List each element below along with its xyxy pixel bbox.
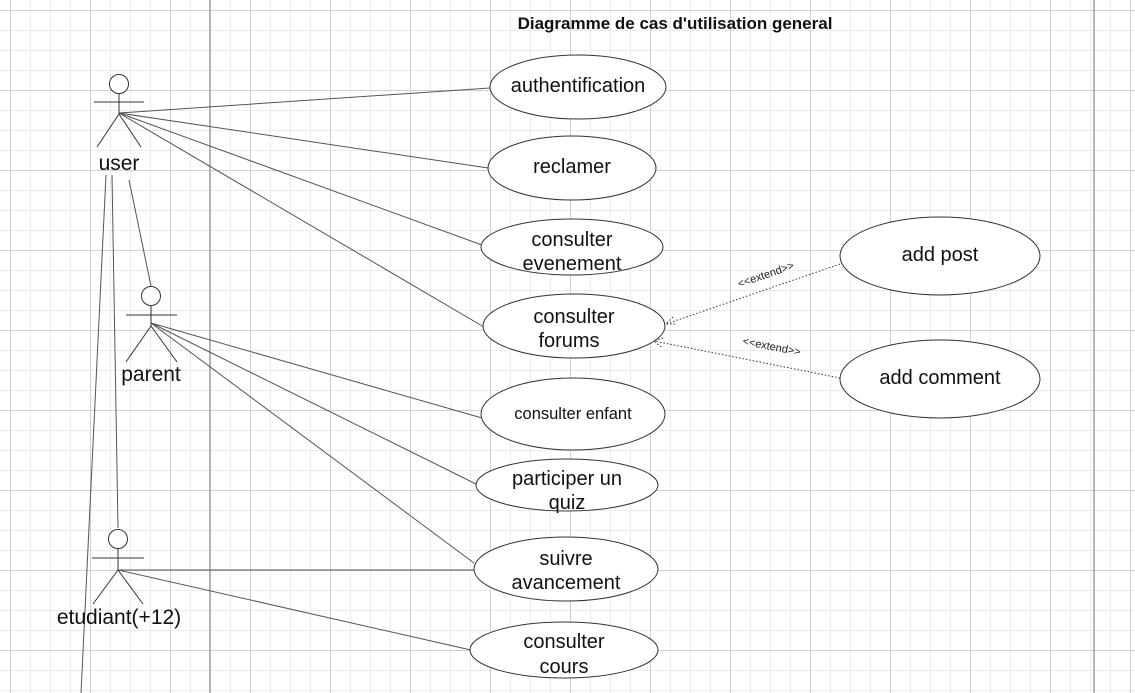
use-case-add-comment[interactable]: add comment: [839, 339, 1041, 419]
use-case-label: consulter enfant: [514, 405, 632, 423]
parent-associations: [150, 322, 483, 564]
use-case-label-line1: consulter: [533, 306, 614, 328]
assoc-user-authentification: [118, 87, 491, 114]
extend-add-comment: [653, 340, 841, 379]
extend-add-post: [665, 263, 841, 325]
assoc-user-etudiant: [111, 174, 119, 529]
use-case-label-line1: participer un: [512, 468, 622, 490]
assoc-parent-enfant: [150, 322, 483, 419]
use-case-label-line2: quiz: [549, 492, 586, 514]
extend-label-add-comment: <<extend>>: [742, 336, 802, 359]
use-case-label-line2: evenement: [523, 253, 622, 275]
use-case-label-line2: avancement: [512, 572, 621, 594]
etudiant-associations: [117, 569, 474, 651]
actor-parent[interactable]: [125, 286, 178, 363]
assoc-user-reclamer: [118, 112, 489, 169]
assoc-offscreen-user: [80, 174, 107, 693]
extend-label-add-post: <<extend>>: [736, 260, 795, 290]
actor-user-head: [109, 74, 129, 94]
assoc-user-parent: [128, 179, 152, 287]
diagram-title: Diagramme de cas d'utilisation general: [518, 14, 833, 33]
actor-etudiant-head: [108, 529, 128, 549]
use-case-label: reclamer: [533, 156, 611, 178]
use-case-add-post[interactable]: add post: [839, 216, 1041, 296]
use-case-consulter-cours[interactable]: consulter cours: [469, 621, 659, 679]
user-associations: [80, 87, 491, 693]
extend-add-post-arrowhead: [664, 316, 676, 325]
use-case-consulter-enfant[interactable]: consulter enfant: [480, 377, 666, 451]
actor-etudiant-label: etudiant(+12): [57, 606, 181, 629]
assoc-user-evenement: [118, 112, 483, 246]
use-case-label-line1: consulter: [531, 229, 612, 251]
use-case-participer-quiz[interactable]: participer un quiz: [475, 458, 659, 514]
use-case-suivre-avancement[interactable]: suivre avancement: [473, 536, 659, 602]
use-case-reclamer[interactable]: reclamer: [487, 135, 657, 201]
actor-parent-head: [141, 286, 161, 306]
use-case-label-line1: consulter: [523, 631, 604, 653]
use-case-authentification[interactable]: authentification: [489, 54, 667, 120]
assoc-etudiant-cours: [117, 569, 472, 651]
use-case-consulter-evenement[interactable]: consulter evenement: [480, 218, 664, 276]
use-case-label-line1: suivre: [539, 548, 592, 570]
use-case-label-line2: cours: [540, 656, 589, 678]
assoc-parent-quiz: [150, 322, 479, 486]
use-case-label: add post: [902, 244, 979, 266]
use-case-consulter-forums[interactable]: consulter forums: [482, 293, 666, 359]
extend-relations: <<extend>> <<extend>>: [653, 260, 841, 379]
assoc-parent-avancement: [150, 322, 475, 564]
use-case-label: authentification: [511, 75, 646, 97]
actor-user-label: user: [99, 152, 140, 175]
actor-user[interactable]: [94, 74, 144, 148]
assoc-user-forums: [118, 112, 485, 328]
use-case-label-line2: forums: [538, 330, 599, 352]
actor-etudiant[interactable]: [92, 529, 144, 605]
actor-parent-label: parent: [121, 363, 181, 386]
use-case-label: add comment: [879, 367, 1001, 389]
